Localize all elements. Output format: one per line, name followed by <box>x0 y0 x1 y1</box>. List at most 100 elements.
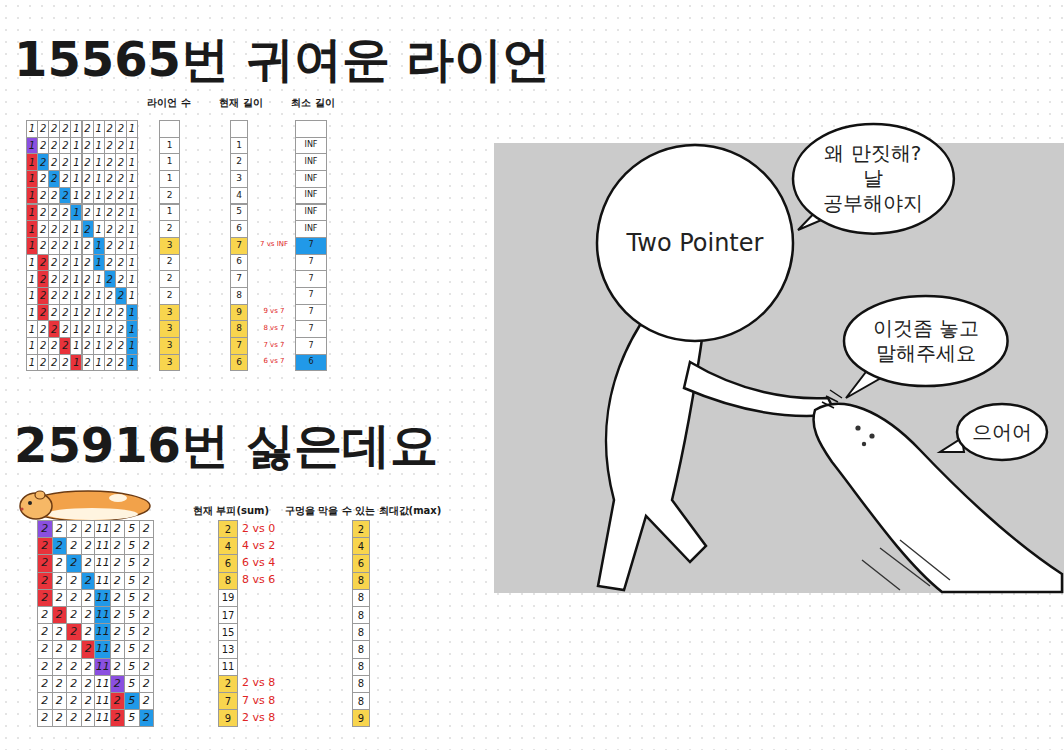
array-cell: 2 <box>37 658 53 676</box>
label-text: 7 <box>225 696 231 707</box>
array-cell: 2 <box>139 572 155 590</box>
label-text: 2 <box>85 643 92 655</box>
label-text: 15 <box>222 627 235 638</box>
label-text: 2 <box>51 240 57 251</box>
label-text: INF <box>305 208 318 217</box>
label-text: 1 <box>95 140 101 151</box>
label-text: 1 <box>29 240 35 251</box>
label-text: 2 <box>114 540 121 552</box>
label-text: 8 <box>358 575 364 586</box>
label-text: 1 <box>29 274 35 285</box>
label-text: 2 vs 8 <box>242 712 275 724</box>
sum-cell: 13 <box>218 640 238 658</box>
label-text: 2 <box>118 190 124 201</box>
label-text: 2 <box>107 157 113 168</box>
label-text: 2 <box>40 173 46 184</box>
array-cell: 2 <box>66 606 82 624</box>
array-cell: 1 <box>126 337 138 355</box>
hamster-ear <box>35 491 45 499</box>
label-text: 1 <box>73 307 79 318</box>
label-text: INF <box>305 158 318 167</box>
speech-bubble: 왜 만짓해? 날 공부해야지 <box>791 122 956 236</box>
label-text: 1 <box>95 357 101 368</box>
label-text: 8 <box>225 575 231 586</box>
array-cell: 2 <box>139 520 155 538</box>
label-text: 2 <box>40 123 46 134</box>
label-text: 11 <box>96 661 110 673</box>
label-text: 1 <box>73 257 79 268</box>
array-cell: 2 <box>37 692 53 710</box>
speech-bubble: 이것좀 놓고 말해주세요 <box>842 294 1010 388</box>
label-text: 2 <box>51 290 57 301</box>
label-text: 8 vs 6 <box>242 574 275 586</box>
label-text: 2 <box>118 340 124 351</box>
problem-heading: 15565번 귀여운 라이언 <box>14 28 584 90</box>
label-text: 2 <box>40 140 46 151</box>
label-text: 2 <box>114 609 121 621</box>
label-text: 5 <box>128 678 135 690</box>
speech-bubble: 으어어 <box>955 402 1049 462</box>
label-text: 4 <box>236 191 242 201</box>
array-cell: 1 <box>126 254 138 272</box>
array-cell: 2 <box>139 537 155 555</box>
array-cell: 1 <box>126 320 138 338</box>
label-text: 2 <box>51 357 57 368</box>
label-text: 3 <box>167 324 173 334</box>
label-text: 9 <box>225 713 231 724</box>
label-text: 2 <box>85 575 92 587</box>
array-cell: 2 <box>52 675 68 693</box>
label-text: 2 <box>84 240 90 251</box>
label-text: 4 vs 2 <box>242 540 275 552</box>
label-text: 2 <box>56 643 63 655</box>
label-text: 1 <box>129 173 135 184</box>
comparison-note: 6 vs 7 <box>254 354 294 371</box>
comparison-note: 6 vs 4 <box>242 554 296 571</box>
label-text: 5 <box>128 592 135 604</box>
label-text: 2 <box>51 340 57 351</box>
label-text: 2 <box>56 712 63 724</box>
label-text: 5 <box>236 207 242 217</box>
label-text: 2 <box>40 157 46 168</box>
label-text: 11 <box>96 592 110 604</box>
label-text: 2 <box>62 123 68 134</box>
label-text: 1 <box>73 207 79 218</box>
comic-panel <box>494 143 1064 593</box>
label-text: 1 <box>95 324 101 335</box>
label-text: 25916번 싫은데요 <box>14 419 438 472</box>
label-text: 2 <box>51 173 57 184</box>
sum-cell: 6 <box>218 554 238 572</box>
node-text: Two Pointer <box>627 228 764 258</box>
array-cell: 1 <box>126 153 138 171</box>
outline-shape <box>597 145 793 341</box>
label-text: 7 <box>308 258 313 267</box>
label-text: 8 <box>358 592 364 603</box>
label-text: 2 <box>84 157 90 168</box>
label-text: 1 <box>236 141 242 151</box>
array-cell: 2 <box>66 675 82 693</box>
label-text: 2 <box>114 643 121 655</box>
label-text: 1 <box>73 224 79 235</box>
label-text: 1 <box>73 157 79 168</box>
label-text: 2 <box>41 575 48 587</box>
seal-nose <box>862 442 866 446</box>
current-length-cell: 6 <box>230 220 248 238</box>
label-text: 1 <box>29 140 35 151</box>
node-text: 왜 만짓해? 날 공부해야지 <box>812 141 934 216</box>
label-text: 2 <box>40 340 46 351</box>
label-text: 2 <box>62 173 68 184</box>
label-text: 2 <box>51 190 57 201</box>
sum-cell: 15 <box>218 623 238 641</box>
label-text: 2 <box>118 157 124 168</box>
label-text: 3 <box>167 358 173 368</box>
max-cell: 2 <box>352 520 370 538</box>
label-text: 2 <box>41 678 48 690</box>
label-text: 1 <box>129 357 135 368</box>
label-text: 11 <box>96 575 110 587</box>
label-text: 1 <box>73 123 79 134</box>
label-text: 2 <box>107 290 113 301</box>
array-cell: 2 <box>110 537 126 555</box>
label-text: 9 vs 7 <box>263 308 284 316</box>
label-text: 7 <box>236 341 242 351</box>
label-text: 2 <box>114 678 121 690</box>
array-cell: 2 <box>110 572 126 590</box>
